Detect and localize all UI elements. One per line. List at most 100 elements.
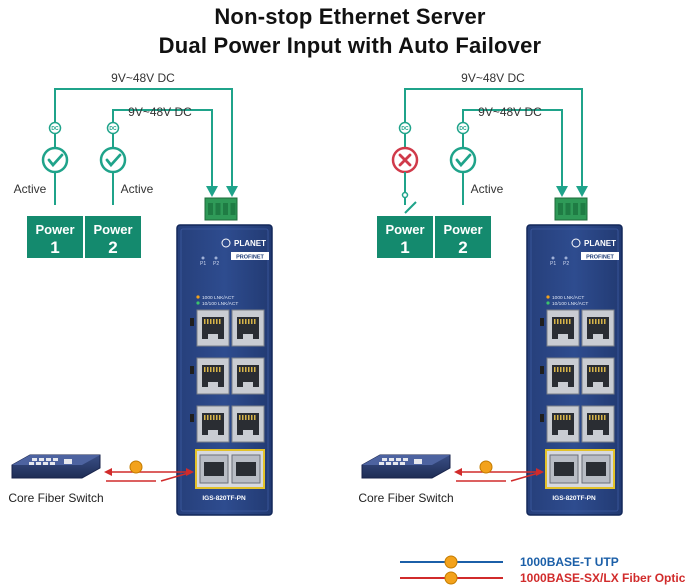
core-port [29, 462, 34, 465]
sfp-opening [554, 462, 574, 476]
port-pin [207, 319, 209, 324]
port-pin [213, 367, 215, 372]
dc-badge-icon [48, 121, 62, 135]
power-box-number: 2 [458, 238, 467, 257]
power-box-number: 1 [400, 238, 409, 257]
power-box-body [377, 216, 433, 258]
port-latch [558, 334, 568, 339]
led-icon [564, 256, 568, 260]
led-icon [214, 256, 218, 260]
p1-label: P1 [550, 261, 556, 267]
port-latch [593, 430, 603, 435]
rj45-port [581, 357, 615, 395]
sfp-opening [236, 462, 256, 476]
port-pin [219, 319, 221, 324]
dc-badge-label: DC [401, 126, 409, 132]
port-pin [557, 415, 559, 420]
port-pin [563, 367, 565, 372]
dc-badge-icon [398, 121, 412, 135]
port-pin [251, 367, 253, 372]
fiber-port-icon [129, 460, 143, 474]
voltage-label-outer: 9V~48V DC [461, 71, 525, 85]
rj45-port [546, 309, 580, 347]
dc-badge-label: DC [51, 126, 59, 132]
port-pin [245, 415, 247, 420]
brand-label: PLANET [234, 239, 266, 248]
status-icon-power1 [41, 146, 69, 174]
power2-status: Active [121, 182, 154, 196]
port-pin [216, 319, 218, 324]
planet-logo-icon [571, 238, 581, 248]
port-pin [204, 367, 206, 372]
core-port [53, 458, 58, 461]
led-legend-1000: 1000 LNK/ACT [202, 295, 234, 301]
port-latch [593, 382, 603, 387]
core-switch-label: Core Fiber Switch [358, 491, 453, 505]
port-pin [598, 319, 600, 324]
legend: 1000BASE-T UTP 1000BASE-SX/LX Fiber Opti… [400, 555, 686, 585]
port-led-icon [190, 414, 194, 422]
led-legend-100: 10/100 LNK/ACT [552, 301, 588, 307]
voltage-label-inner: 9V~48V DC [478, 105, 542, 119]
port-pin [210, 367, 212, 372]
port-latch [593, 334, 603, 339]
port-pin [554, 367, 556, 372]
terminal-screw-icon [223, 203, 228, 215]
terminal-screw-icon [215, 203, 221, 215]
port-pin [248, 415, 250, 420]
port-latch [243, 430, 253, 435]
port-pin [598, 415, 600, 420]
switch-contact-icon [401, 191, 409, 199]
port-pin [595, 367, 597, 372]
power-box-body [435, 216, 491, 258]
terminal-screw-icon [573, 203, 578, 215]
port-pin [254, 319, 256, 324]
legend-label-utp: 1000BASE-T UTP [520, 555, 619, 569]
terminal-screw-icon [565, 203, 571, 215]
rj45-port [231, 405, 265, 443]
core-port [39, 458, 44, 461]
port-pin [589, 415, 591, 420]
rj45-port [546, 357, 580, 395]
core-port [379, 462, 384, 465]
port-pin [254, 415, 256, 420]
terminal-screw-icon [230, 203, 236, 215]
check-icon [105, 153, 122, 168]
legend-item-fiber: 1000BASE-SX/LX Fiber Optic [400, 571, 686, 585]
port-pin [595, 319, 597, 324]
core-port [403, 458, 408, 461]
port-led-icon [540, 318, 544, 326]
led-icon [201, 256, 205, 260]
port-led-icon [540, 414, 544, 422]
rj45-port [581, 405, 615, 443]
led-icon [546, 295, 550, 299]
port-pin [598, 367, 600, 372]
rj45-port [231, 357, 265, 395]
voltage-label-inner: 9V~48V DC [128, 105, 192, 119]
port-pin [557, 367, 559, 372]
core-port [382, 458, 387, 461]
port-pin [207, 415, 209, 420]
arrow-down-icon [556, 186, 568, 197]
power2-status: Active [471, 182, 504, 196]
model-label: IGS-820TF-PN [202, 495, 246, 502]
port-pin [239, 319, 241, 324]
rj45-port [581, 309, 615, 347]
port-pin [248, 367, 250, 372]
port-pin [569, 319, 571, 324]
led-icon [196, 295, 200, 299]
port-latch [243, 334, 253, 339]
port-pin [592, 319, 594, 324]
port-pin [589, 319, 591, 324]
sfp-opening [204, 462, 224, 476]
port-pin [251, 415, 253, 420]
legend-port-icon [444, 555, 458, 569]
power-box-number: 2 [108, 238, 117, 257]
port-pin [601, 415, 603, 420]
port-led-icon [190, 318, 194, 326]
core-port [50, 462, 55, 465]
